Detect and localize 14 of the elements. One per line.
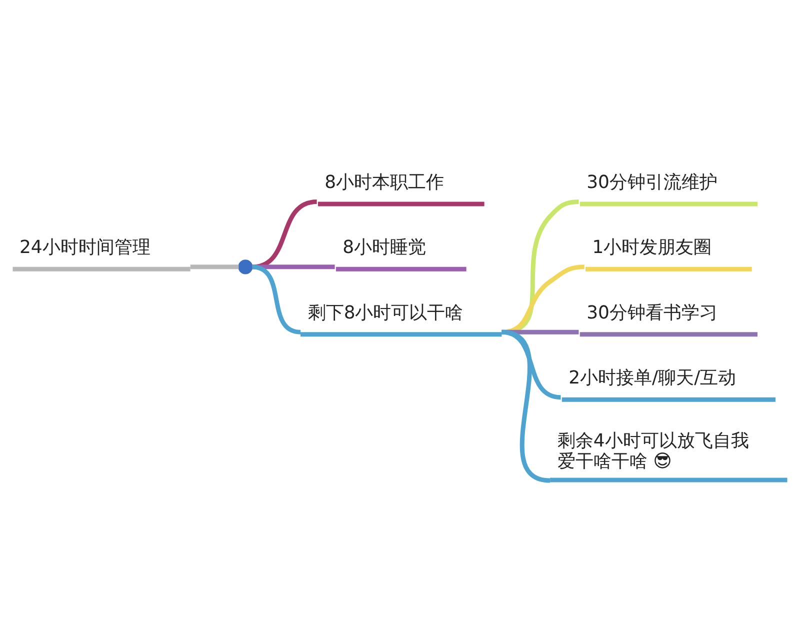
- node-circle: [238, 260, 253, 274]
- connector: [501, 330, 551, 483]
- node-text: 8小时本职工作: [324, 172, 444, 194]
- node-text: 剩余4小时可以放飞自我爱干啥干啥 😎: [557, 430, 749, 472]
- node-text: 30分钟看书学习: [586, 302, 718, 324]
- node-text: 剩下8小时可以干啥: [308, 302, 464, 324]
- connector: [502, 264, 584, 334]
- node-text: 8小时睡觉: [342, 237, 426, 258]
- node-text: 24小时时间管理: [19, 237, 150, 258]
- connector: [190, 264, 239, 270]
- node-text: 2小时接单/聊天/互动: [568, 368, 736, 389]
- node-text: 30分钟引流维护: [586, 172, 718, 194]
- node-text: 1小时发朋友圈: [592, 237, 712, 258]
- connector: [252, 264, 335, 270]
